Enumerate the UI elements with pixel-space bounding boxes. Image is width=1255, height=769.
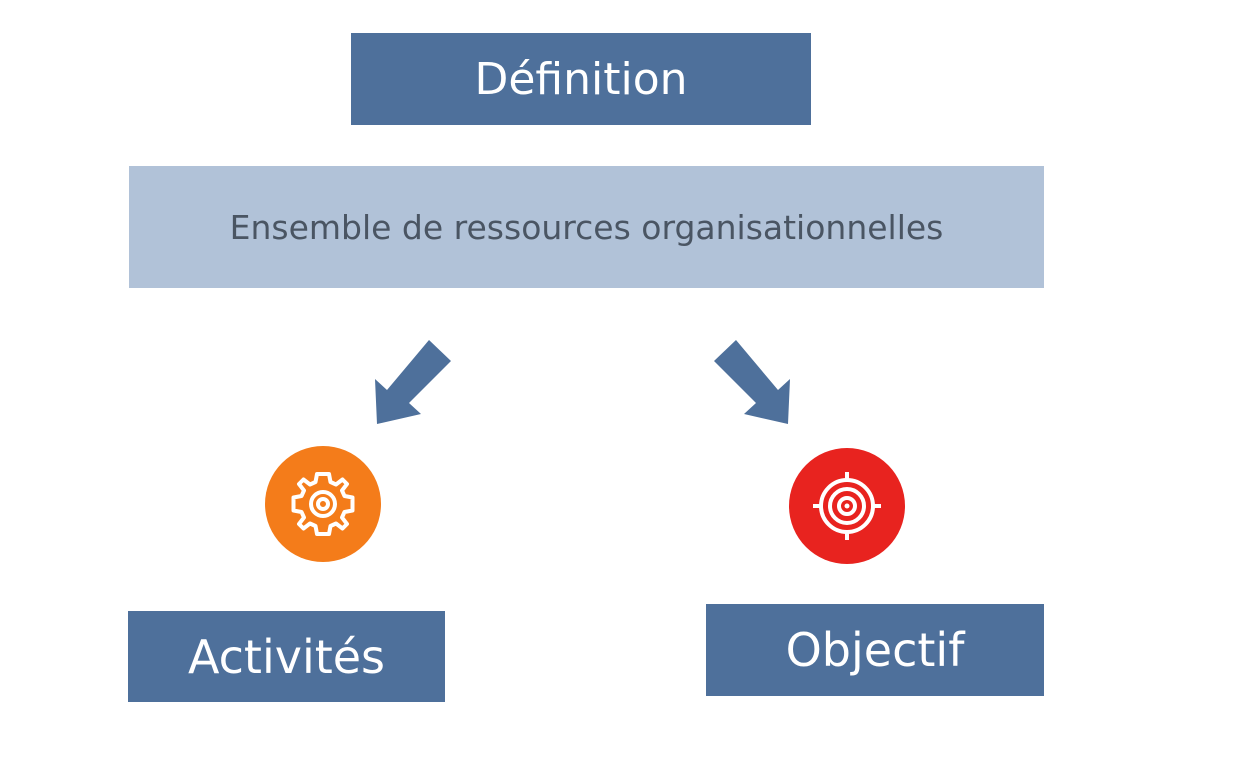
definition-box: Définition <box>351 33 811 125</box>
description-box: Ensemble de ressources organisationnelle… <box>129 166 1044 288</box>
target-icon <box>789 448 905 564</box>
activities-box: Activités <box>128 611 445 702</box>
activities-label: Activités <box>187 629 386 684</box>
arrow-down-left-icon <box>375 340 451 424</box>
arrow-down-right-icon <box>714 340 790 424</box>
objective-label: Objectif <box>785 623 965 677</box>
objective-box: Objectif <box>706 604 1044 696</box>
description-text: Ensemble de ressources organisationnelle… <box>229 207 944 247</box>
gear-icon <box>265 446 381 562</box>
definition-title: Définition <box>474 53 688 105</box>
